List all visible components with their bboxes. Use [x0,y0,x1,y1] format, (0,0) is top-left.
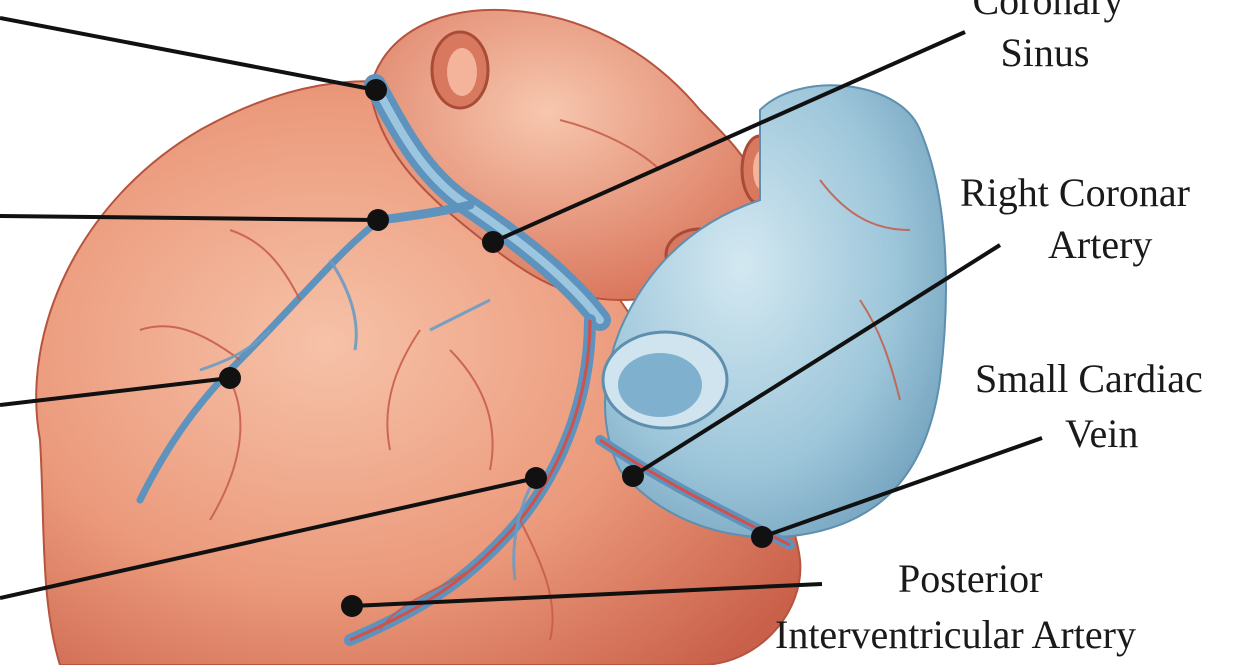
label-coronary-sinus-line2: Sinus [1001,30,1090,75]
pointer-dot-posterior [341,595,363,617]
pointer-dot-3 [219,367,241,389]
pointer-dot-4 [525,467,547,489]
label-right-coronary-line2: Artery [1048,222,1152,267]
label-right-coronary-line1: Right Coronar [960,170,1190,215]
heart-illustration [36,10,946,665]
leader-line-1 [0,18,376,90]
label-coronary-sinus-line1: Coronary [972,0,1123,23]
pointer-dot-right-coronary [622,465,644,487]
pointer-dot-coronary-sinus [482,231,504,253]
label-posterior-line1: Posterior [898,556,1042,601]
label-posterior-line2: Interventricular Artery [775,612,1136,657]
pointer-dot-2 [367,209,389,231]
pointer-dot-small-cardiac [751,526,773,548]
label-small-cardiac-line2: Vein [1065,411,1138,456]
pointer-dot-1 [365,79,387,101]
label-small-cardiac-line1: Small Cardiac [975,356,1203,401]
